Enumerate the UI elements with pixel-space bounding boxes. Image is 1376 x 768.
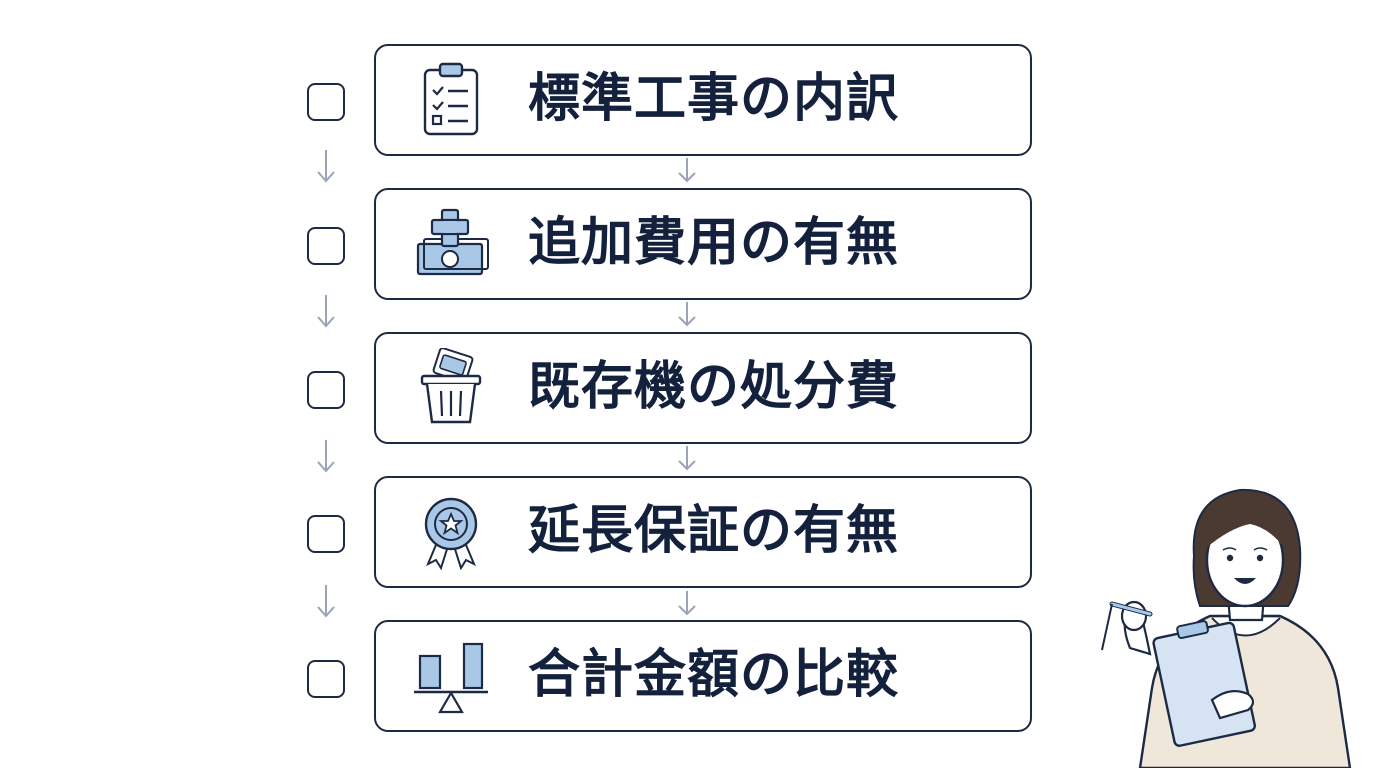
down-arrow-icon bbox=[678, 446, 696, 471]
down-arrow-icon bbox=[317, 440, 335, 473]
down-arrow-icon bbox=[678, 302, 696, 327]
down-arrow-icon bbox=[317, 585, 335, 618]
clipboard-checklist-icon bbox=[423, 62, 479, 136]
step-card-4: 延長保証の有無 bbox=[374, 476, 1032, 588]
checkbox-step-3[interactable] bbox=[307, 371, 345, 409]
checkbox-step-1[interactable] bbox=[307, 83, 345, 121]
woman-with-clipboard-illustration bbox=[1101, 488, 1352, 768]
step-card-3: 既存機の処分費 bbox=[374, 332, 1032, 444]
down-arrow-icon bbox=[317, 295, 335, 328]
award-ribbon-icon bbox=[424, 497, 478, 570]
trash-can-icon bbox=[420, 348, 482, 424]
step-label: 追加費用の有無 bbox=[528, 213, 900, 273]
down-arrow-icon bbox=[678, 158, 696, 183]
step-label: 合計金額の比較 bbox=[528, 645, 900, 705]
step-card-2: 追加費用の有無 bbox=[374, 188, 1032, 300]
step-label: 延長保証の有無 bbox=[528, 501, 900, 561]
down-arrow-icon bbox=[317, 150, 335, 183]
down-arrow-icon bbox=[678, 591, 696, 616]
step-card-1: 標準工事の内訳 bbox=[374, 44, 1032, 156]
checkbox-step-5[interactable] bbox=[307, 660, 345, 698]
money-plus-icon bbox=[416, 208, 489, 276]
step-label: 標準工事の内訳 bbox=[528, 69, 900, 129]
step-card-5: 合計金額の比較 bbox=[374, 620, 1032, 732]
balance-scale-icon bbox=[414, 642, 488, 714]
step-label: 既存機の処分費 bbox=[528, 357, 900, 417]
checkbox-step-4[interactable] bbox=[307, 515, 345, 553]
checkbox-step-2[interactable] bbox=[307, 227, 345, 265]
